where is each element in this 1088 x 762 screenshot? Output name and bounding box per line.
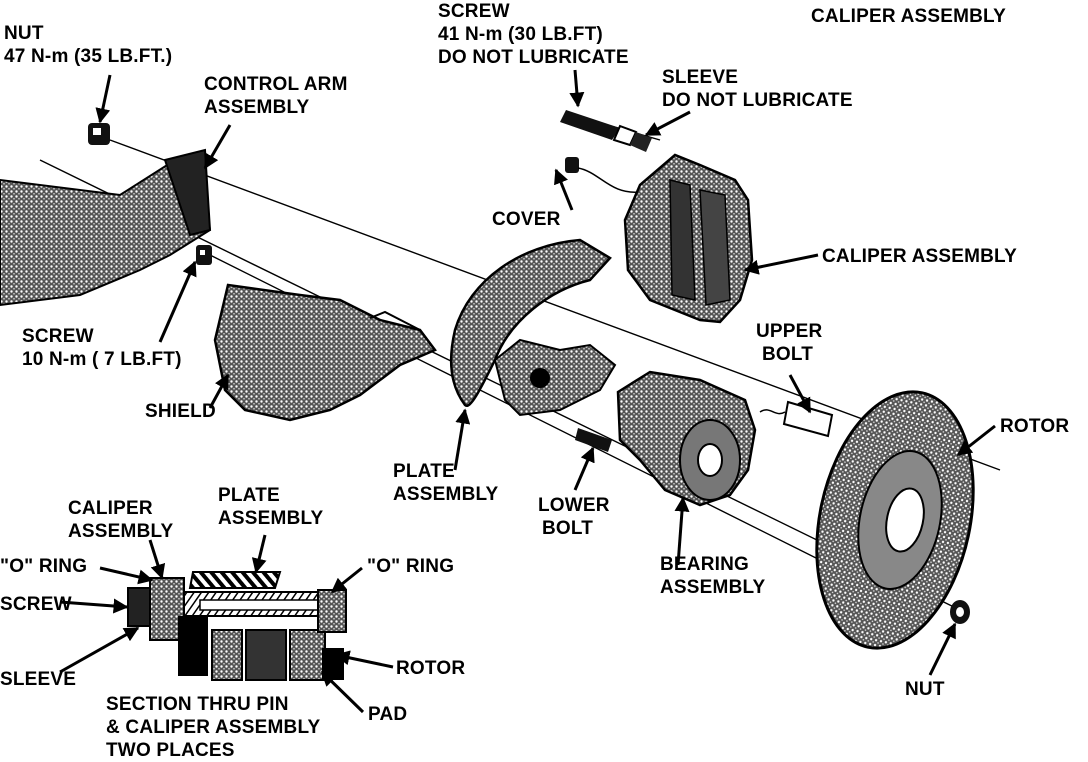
label-section-rotor: ROTOR	[396, 657, 465, 680]
label-line: LOWER	[538, 495, 610, 516]
section-view	[127, 571, 347, 681]
label-line: TWO PLACES	[106, 740, 235, 761]
label-line: ASSEMBLY	[660, 577, 766, 598]
label-line: ASSEMBLY	[68, 521, 174, 542]
label-line: CALIPER ASSEMBLY	[822, 246, 1017, 267]
label-section-oring-left: "O" RING	[0, 555, 87, 578]
label-line: SCREW	[22, 326, 94, 347]
label-line: ASSEMBLY	[393, 484, 499, 505]
label-rotor: ROTOR	[1000, 415, 1069, 438]
label-line: BOLT	[762, 344, 814, 365]
diagram-title: CALIPER ASSEMBLY	[811, 6, 1006, 27]
label-line: DO NOT LUBRICATE	[438, 47, 629, 68]
label-bearing: BEARING ASSEMBLY	[660, 553, 765, 599]
shield-screw	[196, 245, 212, 265]
label-screw-shield: SCREW 10 N-m ( 7 LB.FT)	[22, 325, 182, 371]
label-line: UPPER	[756, 321, 823, 342]
lower-bolt	[575, 428, 612, 452]
label-line: SLEEVE	[0, 669, 77, 690]
leader-arrows	[59, 69, 996, 714]
label-line: CALIPER	[68, 498, 153, 519]
label-shield: SHIELD	[145, 400, 216, 423]
shield	[213, 283, 437, 422]
upper-bolt	[759, 400, 834, 438]
top-sleeve	[630, 132, 652, 152]
label-nut-top: NUT 47 N-m (35 LB.FT.)	[4, 22, 172, 68]
bearing-assembly	[616, 370, 757, 507]
top-screw	[560, 110, 638, 147]
label-line: NUT	[905, 679, 945, 700]
label-line: "O" RING	[0, 556, 88, 577]
label-line: 10 N-m ( 7 LB.FT)	[22, 349, 182, 370]
label-line: SLEEVE	[662, 67, 739, 88]
label-sleeve-top: SLEEVE DO NOT LUBRICATE	[662, 66, 853, 112]
label-line: PLATE	[218, 485, 280, 506]
label-line: BOLT	[542, 518, 594, 539]
bottom-nut	[950, 600, 970, 624]
label-nut-bottom: NUT	[905, 678, 945, 701]
rotor	[815, 390, 975, 650]
plate-assembly	[449, 238, 617, 417]
label-section-caliper: CALIPER ASSEMBLY	[68, 497, 173, 543]
label-line: PLATE	[393, 461, 455, 482]
label-line: SCREW	[438, 1, 510, 22]
label-section-sleeve: SLEEVE	[0, 668, 76, 691]
control-arm	[0, 148, 212, 307]
label-control-arm: CONTROL ARM ASSEMBLY	[204, 73, 348, 119]
label-section-oring-right: "O" RING	[367, 555, 454, 578]
label-line: CONTROL ARM	[204, 74, 348, 95]
caliper	[623, 153, 754, 324]
label-line: ROTOR	[396, 658, 466, 679]
label-lower-bolt: LOWER BOLT	[538, 494, 610, 540]
label-plate: PLATE ASSEMBLY	[393, 460, 498, 506]
label-section-screw: SCREW	[0, 593, 72, 616]
label-screw-top: SCREW 41 N-m (30 LB.FT) DO NOT LUBRICATE	[438, 0, 629, 69]
label-line: "O" RING	[367, 556, 455, 577]
section-caption: SECTION THRU PIN & CALIPER ASSEMBLY TWO …	[106, 693, 320, 762]
label-line: COVER	[492, 209, 561, 230]
label-line: 41 N-m (30 LB.FT)	[438, 24, 603, 45]
label-caliper: CALIPER ASSEMBLY	[822, 245, 1017, 268]
top-nut	[88, 123, 110, 145]
label-line: SHIELD	[145, 401, 216, 422]
label-line: SCREW	[0, 594, 72, 615]
label-line: NUT	[4, 23, 44, 44]
label-upper-bolt: UPPER BOLT	[756, 320, 822, 366]
label-section-pad: PAD	[368, 703, 407, 726]
label-line: ROTOR	[1000, 416, 1070, 437]
label-line: DO NOT LUBRICATE	[662, 90, 853, 111]
label-line: & CALIPER ASSEMBLY	[106, 717, 321, 738]
label-line: ASSEMBLY	[204, 97, 310, 118]
label-line: BEARING	[660, 554, 750, 575]
label-line: 47 N-m (35 LB.FT.)	[4, 46, 173, 67]
cover	[565, 157, 641, 193]
label-line: SECTION THRU PIN	[106, 694, 289, 715]
label-line: ASSEMBLY	[218, 508, 324, 529]
label-cover: COVER	[492, 208, 561, 231]
label-section-plate: PLATE ASSEMBLY	[218, 484, 323, 530]
label-line: PAD	[368, 704, 408, 725]
